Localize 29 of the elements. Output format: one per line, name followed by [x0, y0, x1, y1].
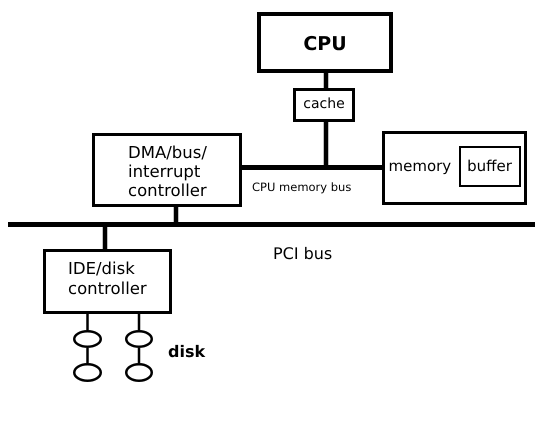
connector-line [324, 73, 328, 88]
disk-symbol [73, 363, 102, 382]
disk-symbol [73, 330, 102, 348]
component-label: cache [302, 96, 346, 113]
connector-line [102, 227, 108, 249]
cpu-box [257, 12, 393, 73]
controller-box [43, 249, 172, 314]
disk-symbol [125, 363, 153, 382]
disk-symbol [125, 330, 153, 348]
component-label: IDE/disk controller [68, 259, 148, 299]
memory-box [382, 131, 527, 205]
bus-bar [242, 165, 382, 170]
connector-line [86, 314, 89, 330]
cache-box [293, 88, 355, 122]
connector-line [324, 122, 328, 165]
connector-line [174, 207, 178, 222]
disk-label: disk [168, 342, 206, 361]
bus-bar [8, 222, 535, 227]
connector-line [138, 348, 140, 363]
connector-line [138, 314, 140, 330]
buffer-box [458, 146, 520, 186]
controller-box [92, 133, 242, 207]
bus-label: CPU memory bus [252, 180, 352, 194]
bus-label: PCI bus [273, 244, 332, 263]
connector-line [86, 348, 89, 363]
component-label: CPU [302, 33, 348, 56]
component-label: DMA/bus/ interrupt controller [128, 143, 208, 200]
component-label: memory [388, 156, 452, 174]
component-label: buffer [466, 156, 513, 174]
